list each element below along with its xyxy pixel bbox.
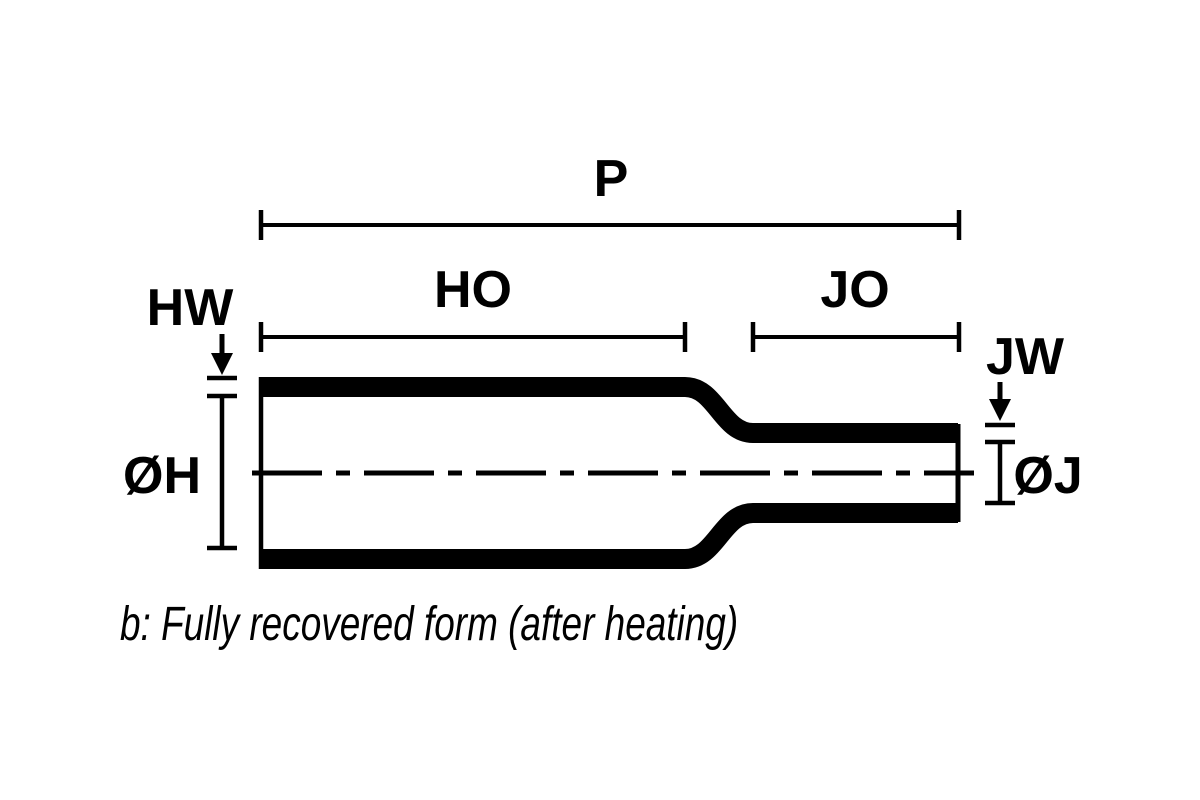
dimension-p-label: P bbox=[594, 150, 629, 208]
dimension-p: P bbox=[258, 150, 962, 240]
dimension-jw-label: JW bbox=[986, 328, 1065, 386]
dimension-oj: ØJ bbox=[985, 442, 1083, 506]
dimension-ho: HO bbox=[258, 261, 688, 352]
dimension-jw-arrowhead-icon bbox=[989, 399, 1011, 421]
dimension-jo: JO bbox=[750, 261, 962, 352]
tube-bottom-wall bbox=[260, 503, 958, 569]
tube-top-wall bbox=[260, 377, 958, 443]
dimension-oh-label: ØH bbox=[123, 447, 201, 505]
dimension-ho-label: HO bbox=[434, 261, 512, 319]
dimension-hw: HW bbox=[147, 279, 237, 399]
caption-group: b: Fully recovered form (after heating) bbox=[120, 597, 738, 651]
figure-caption: b: Fully recovered form (after heating) bbox=[120, 597, 738, 651]
dimension-jw: JW bbox=[985, 328, 1065, 445]
dimension-hw-label: HW bbox=[147, 279, 235, 337]
dimension-hw-arrowhead-icon bbox=[211, 353, 233, 375]
dimension-oh: ØH bbox=[123, 396, 237, 551]
dimension-oj-label: ØJ bbox=[1013, 447, 1082, 505]
dimension-jo-label: JO bbox=[820, 261, 889, 319]
